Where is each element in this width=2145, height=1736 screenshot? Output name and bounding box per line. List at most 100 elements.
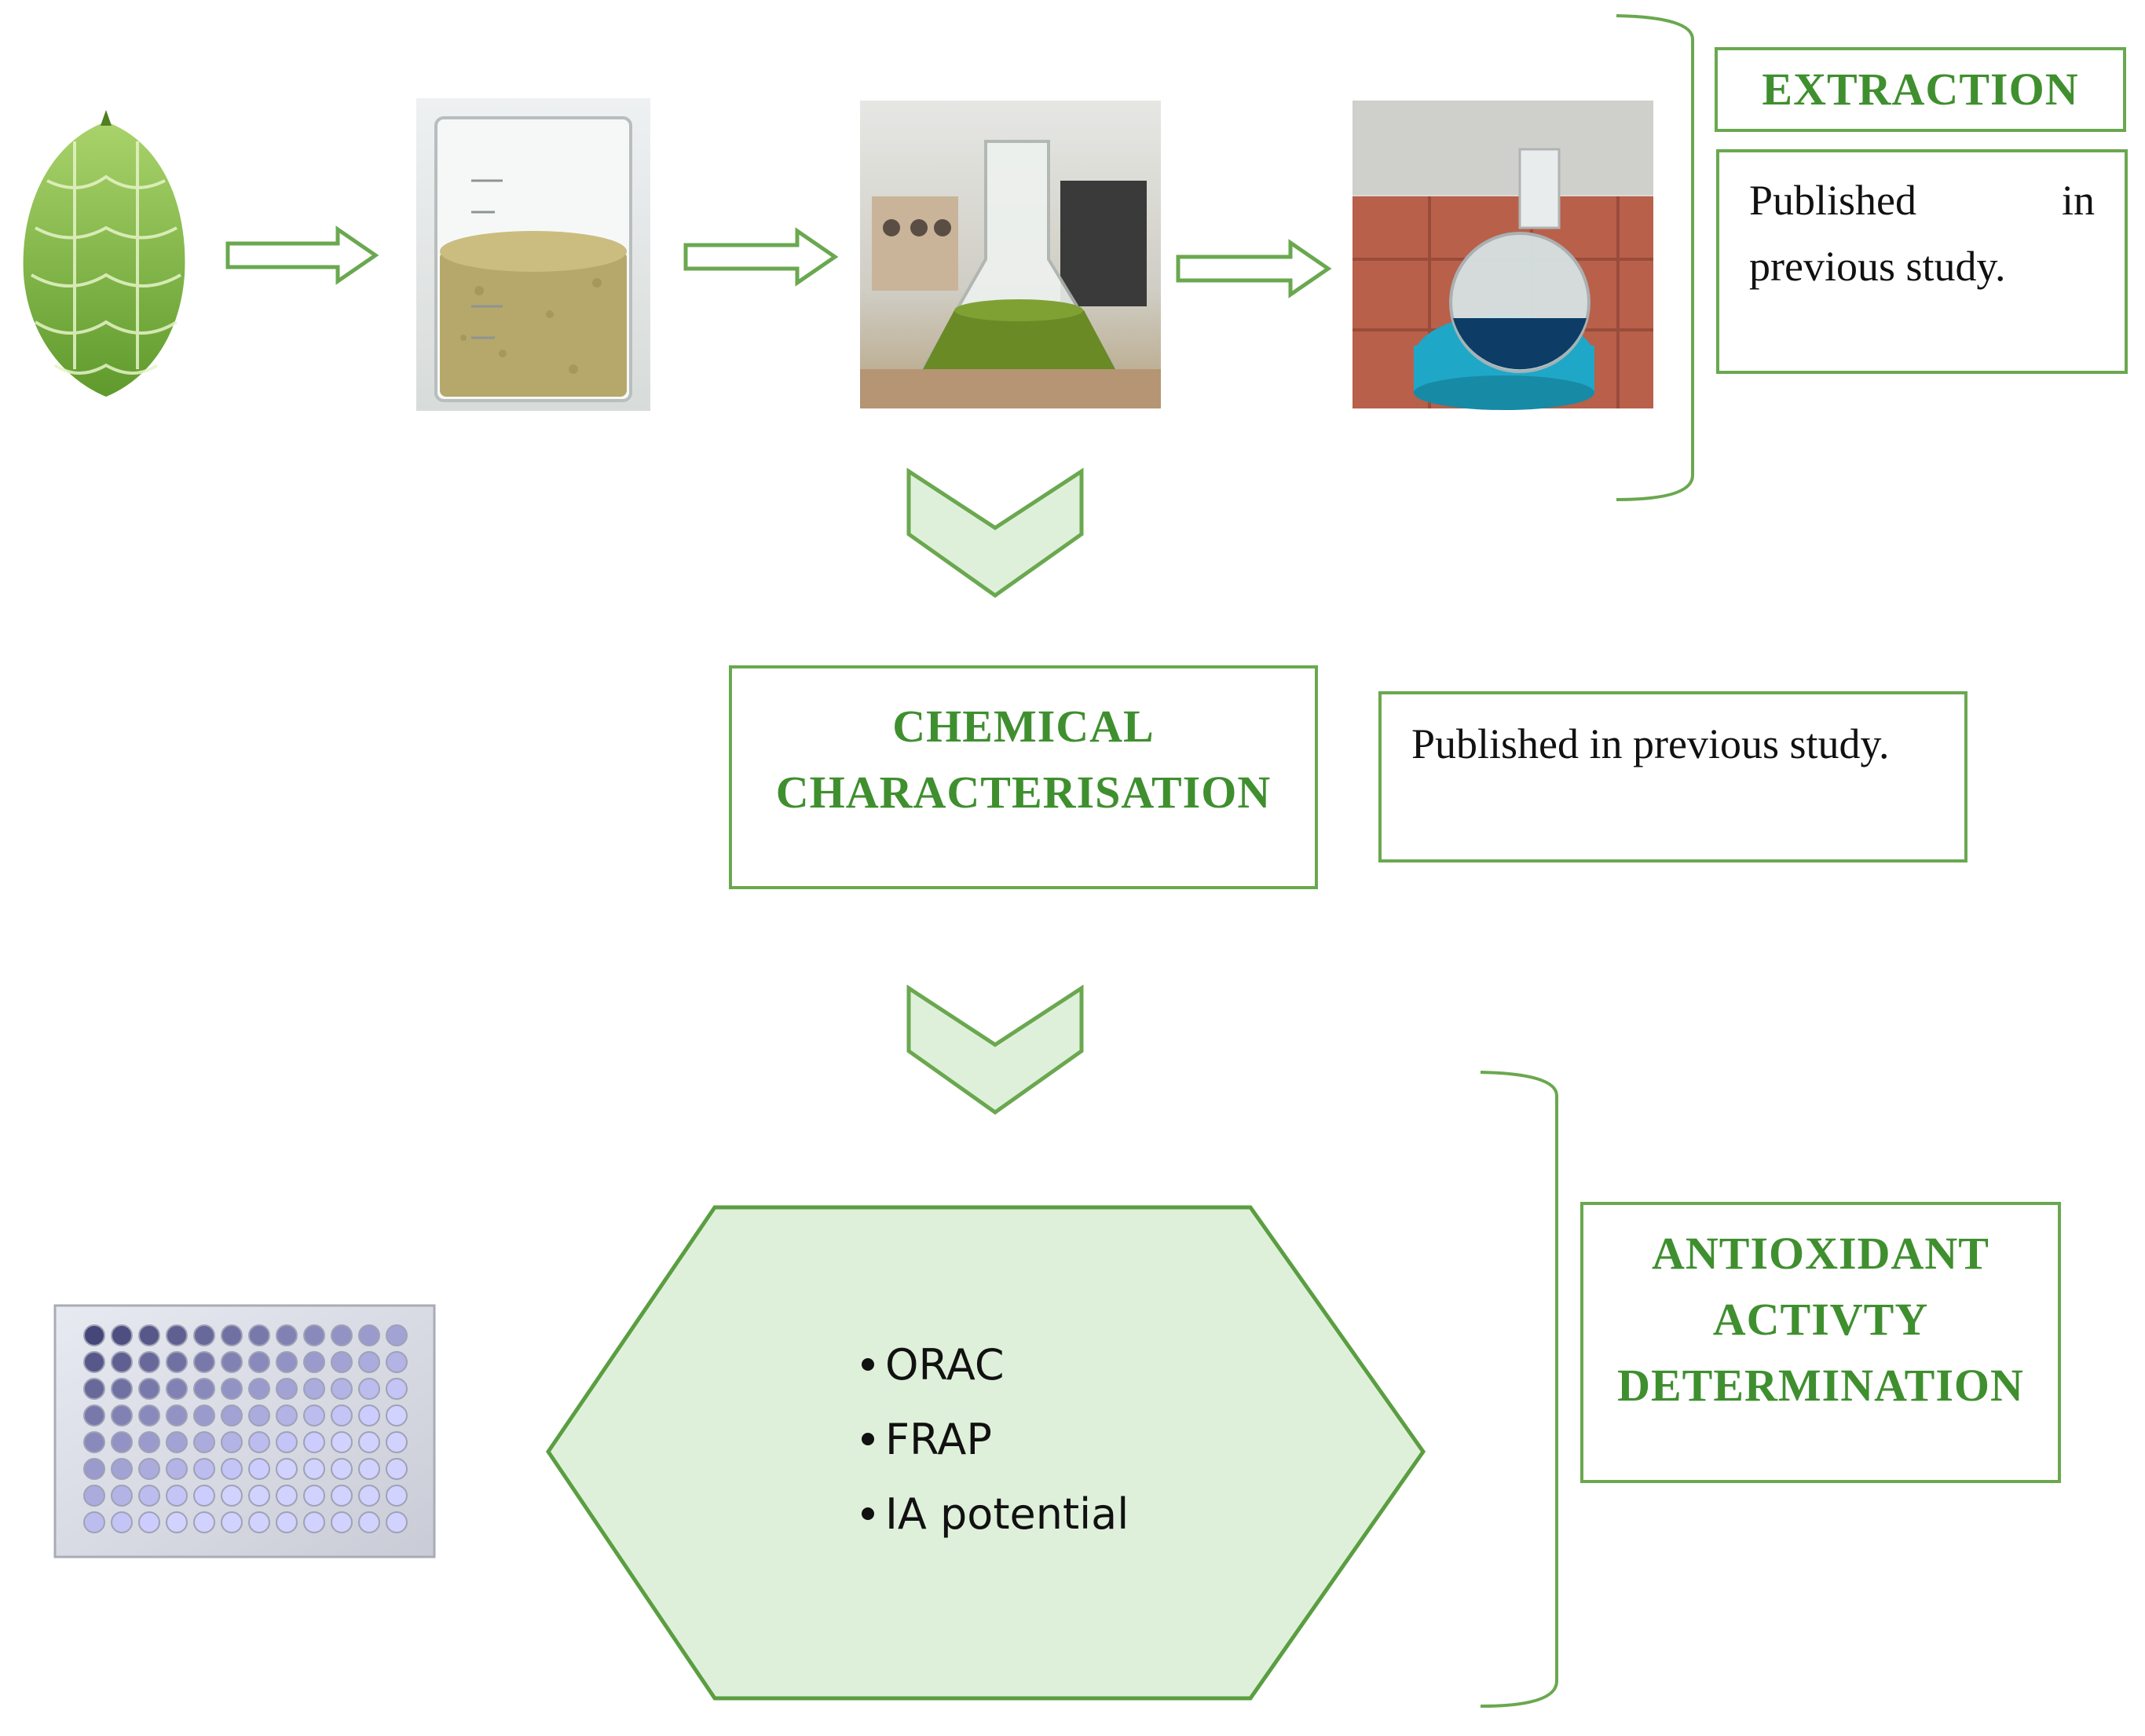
plate-well [303,1511,325,1533]
plate-well [276,1485,298,1507]
plate-well [221,1458,243,1480]
plate-well [276,1324,298,1346]
plate-well [248,1378,270,1400]
antioxidant-title-line2: ACTIVTY [1712,1294,1929,1346]
plate-well [138,1485,160,1507]
plate-well [166,1351,188,1373]
plate-well [358,1511,380,1533]
plate-well [331,1405,353,1427]
plate-well [248,1351,270,1373]
erlenmeyer-photo [860,101,1161,408]
plate-well [276,1378,298,1400]
arrow-right-2 [683,227,839,287]
plate-well [221,1324,243,1346]
plate-well [83,1324,105,1346]
plate-well [386,1431,408,1453]
plate-well [83,1405,105,1427]
plate-well [166,1378,188,1400]
arrow-right-3 [1176,239,1332,298]
plate-well [331,1431,353,1453]
plate-well [276,1431,298,1453]
plate-well [248,1458,270,1480]
plate-well [303,1324,325,1346]
bullet-icon [862,1358,874,1372]
plate-well [193,1511,215,1533]
plate-well [331,1458,353,1480]
plate-well [138,1431,160,1453]
plate-well [303,1431,325,1453]
plate-well [358,1378,380,1400]
plate-well [83,1351,105,1373]
plate-well [358,1405,380,1427]
plate-well [386,1458,408,1480]
antioxidant-title-box: ANTIOXIDANT ACTIVTY DETERMINATION [1580,1202,2061,1483]
bullet-icon [862,1433,874,1446]
plate-well [166,1511,188,1533]
plate-well [303,1485,325,1507]
plate-well [276,1405,298,1427]
plate-well [138,1511,160,1533]
plate-well [193,1405,215,1427]
plate-well [221,1378,243,1400]
characterisation-note: Published in previous study. [1411,720,1890,767]
chevron-down-icon [906,467,1084,599]
plate-well [221,1431,243,1453]
method-item: FRAP [862,1402,1129,1477]
method-item: ORAC [862,1328,1129,1402]
plate-well [221,1351,243,1373]
plate-well [276,1458,298,1480]
antioxidant-title-line1: ANTIOXIDANT [1652,1228,1989,1279]
plate-well [386,1405,408,1427]
plate-well [83,1431,105,1453]
plate-well [138,1351,160,1373]
plate-well [303,1378,325,1400]
plate-well [193,1458,215,1480]
plate-well [166,1458,188,1480]
plate-well [111,1485,133,1507]
extraction-note: Published in previous study. [1749,177,2095,290]
plate-well [83,1511,105,1533]
plate-well [111,1378,133,1400]
chevron-down-icon [906,984,1084,1115]
plate-well [276,1511,298,1533]
beaker-photo [416,98,650,411]
extraction-note-box: Published in previous study. [1716,149,2128,374]
methods-list: ORAC FRAP IA potential [862,1328,1129,1551]
plate-well [303,1405,325,1427]
plate-well [276,1351,298,1373]
plate-well [303,1351,325,1373]
arrow-right-1 [225,225,379,285]
plate-well [83,1485,105,1507]
plate-well [111,1431,133,1453]
plate-well [386,1485,408,1507]
plate-well [138,1405,160,1427]
plate-well [111,1405,133,1427]
hop-cone-image [23,110,185,397]
methods-hexagon [545,1205,1426,1701]
microplate-photo [53,1304,436,1558]
plate-well [193,1351,215,1373]
plate-well [331,1378,353,1400]
plate-well [248,1511,270,1533]
plate-well [111,1511,133,1533]
extraction-title-box: EXTRACTION [1715,47,2126,132]
characterisation-title-box: CHEMICAL CHARACTERISATION [729,665,1318,889]
plate-well [111,1351,133,1373]
plate-well [138,1378,160,1400]
plate-well [386,1324,408,1346]
plate-well [111,1458,133,1480]
characterisation-title-line1: CHEMICAL [892,701,1155,752]
plate-well [166,1431,188,1453]
plate-well [358,1431,380,1453]
plate-well [221,1511,243,1533]
plate-well [193,1485,215,1507]
characterisation-title-line2: CHARACTERISATION [775,767,1272,819]
round-flask-photo [1353,101,1653,410]
plate-well [248,1431,270,1453]
plate-well [193,1378,215,1400]
antioxidant-bracket [1480,1071,1558,1708]
plate-well [166,1485,188,1507]
antioxidant-title-line3: DETERMINATION [1617,1360,2024,1412]
